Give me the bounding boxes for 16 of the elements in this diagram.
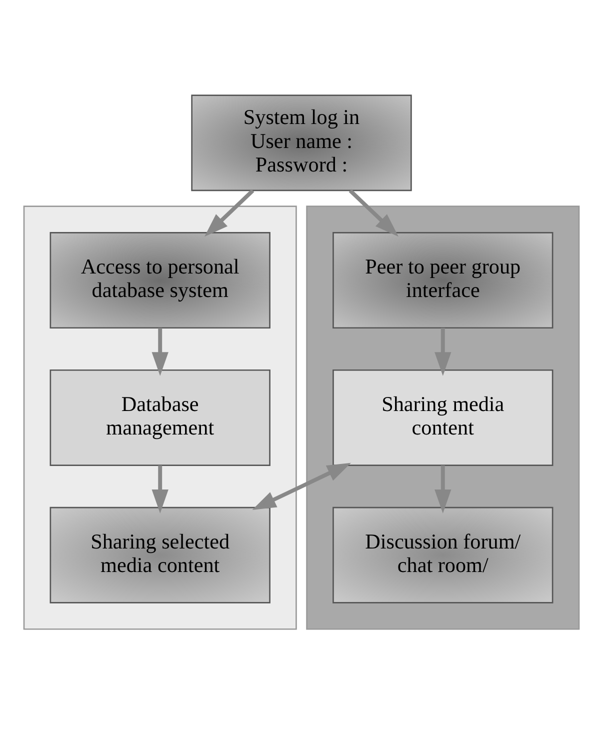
arrow: [152, 465, 168, 514]
node-box: Access to personal database system: [50, 232, 270, 329]
arrow: [348, 189, 398, 237]
arrow: [434, 465, 452, 514]
node-box: Database management: [50, 369, 270, 466]
node-box: Sharing media content: [332, 369, 554, 466]
cluster: [306, 206, 580, 630]
node-box: Sharing selected media content: [50, 506, 270, 604]
arrow: [434, 328, 452, 376]
node-box: Discussion forum/ chat room/: [332, 506, 554, 604]
arrow: [252, 462, 351, 510]
arrow: [152, 328, 168, 376]
node-box: Peer to peer group interface: [332, 232, 554, 329]
arrow: [204, 189, 254, 237]
cluster: [23, 206, 297, 630]
node-box: System log in User name : Password :: [191, 94, 412, 192]
